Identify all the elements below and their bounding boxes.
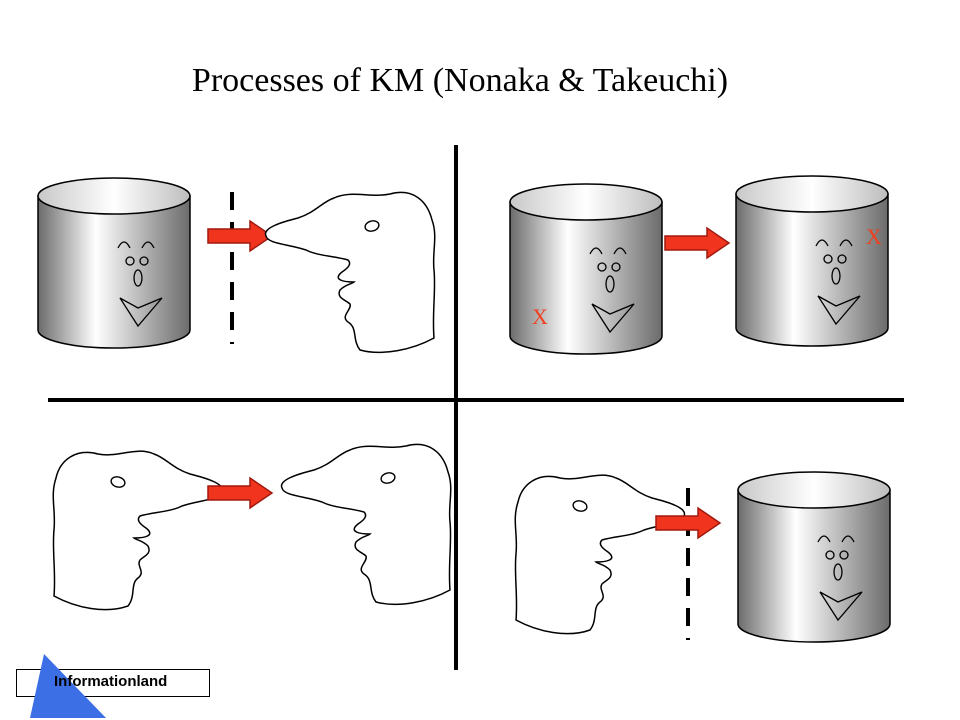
cross-mark: X: [866, 224, 882, 249]
cross-mark: X: [532, 304, 548, 329]
quadrant-top-left: [37, 177, 436, 354]
database-cylinder: [37, 177, 191, 349]
person-head: [264, 191, 436, 354]
quadrant-top-right: X X: [509, 175, 889, 355]
transfer-arrow: [207, 477, 273, 509]
database-cylinder: [737, 471, 891, 643]
transfer-arrow: [207, 220, 273, 252]
database-cylinder: [735, 175, 889, 347]
transfer-arrow: [664, 227, 730, 259]
quadrant-bottom-right: [514, 471, 891, 643]
person-head: [514, 474, 686, 635]
person-head: [280, 443, 452, 606]
logo-triangle-icon: [30, 654, 106, 718]
person-head: [52, 450, 224, 611]
quadrant-bottom-left: [52, 443, 452, 611]
logo-text: Informationland: [54, 673, 168, 690]
slide-title: Processes of KM (Nonaka & Takeuchi): [191, 62, 729, 99]
